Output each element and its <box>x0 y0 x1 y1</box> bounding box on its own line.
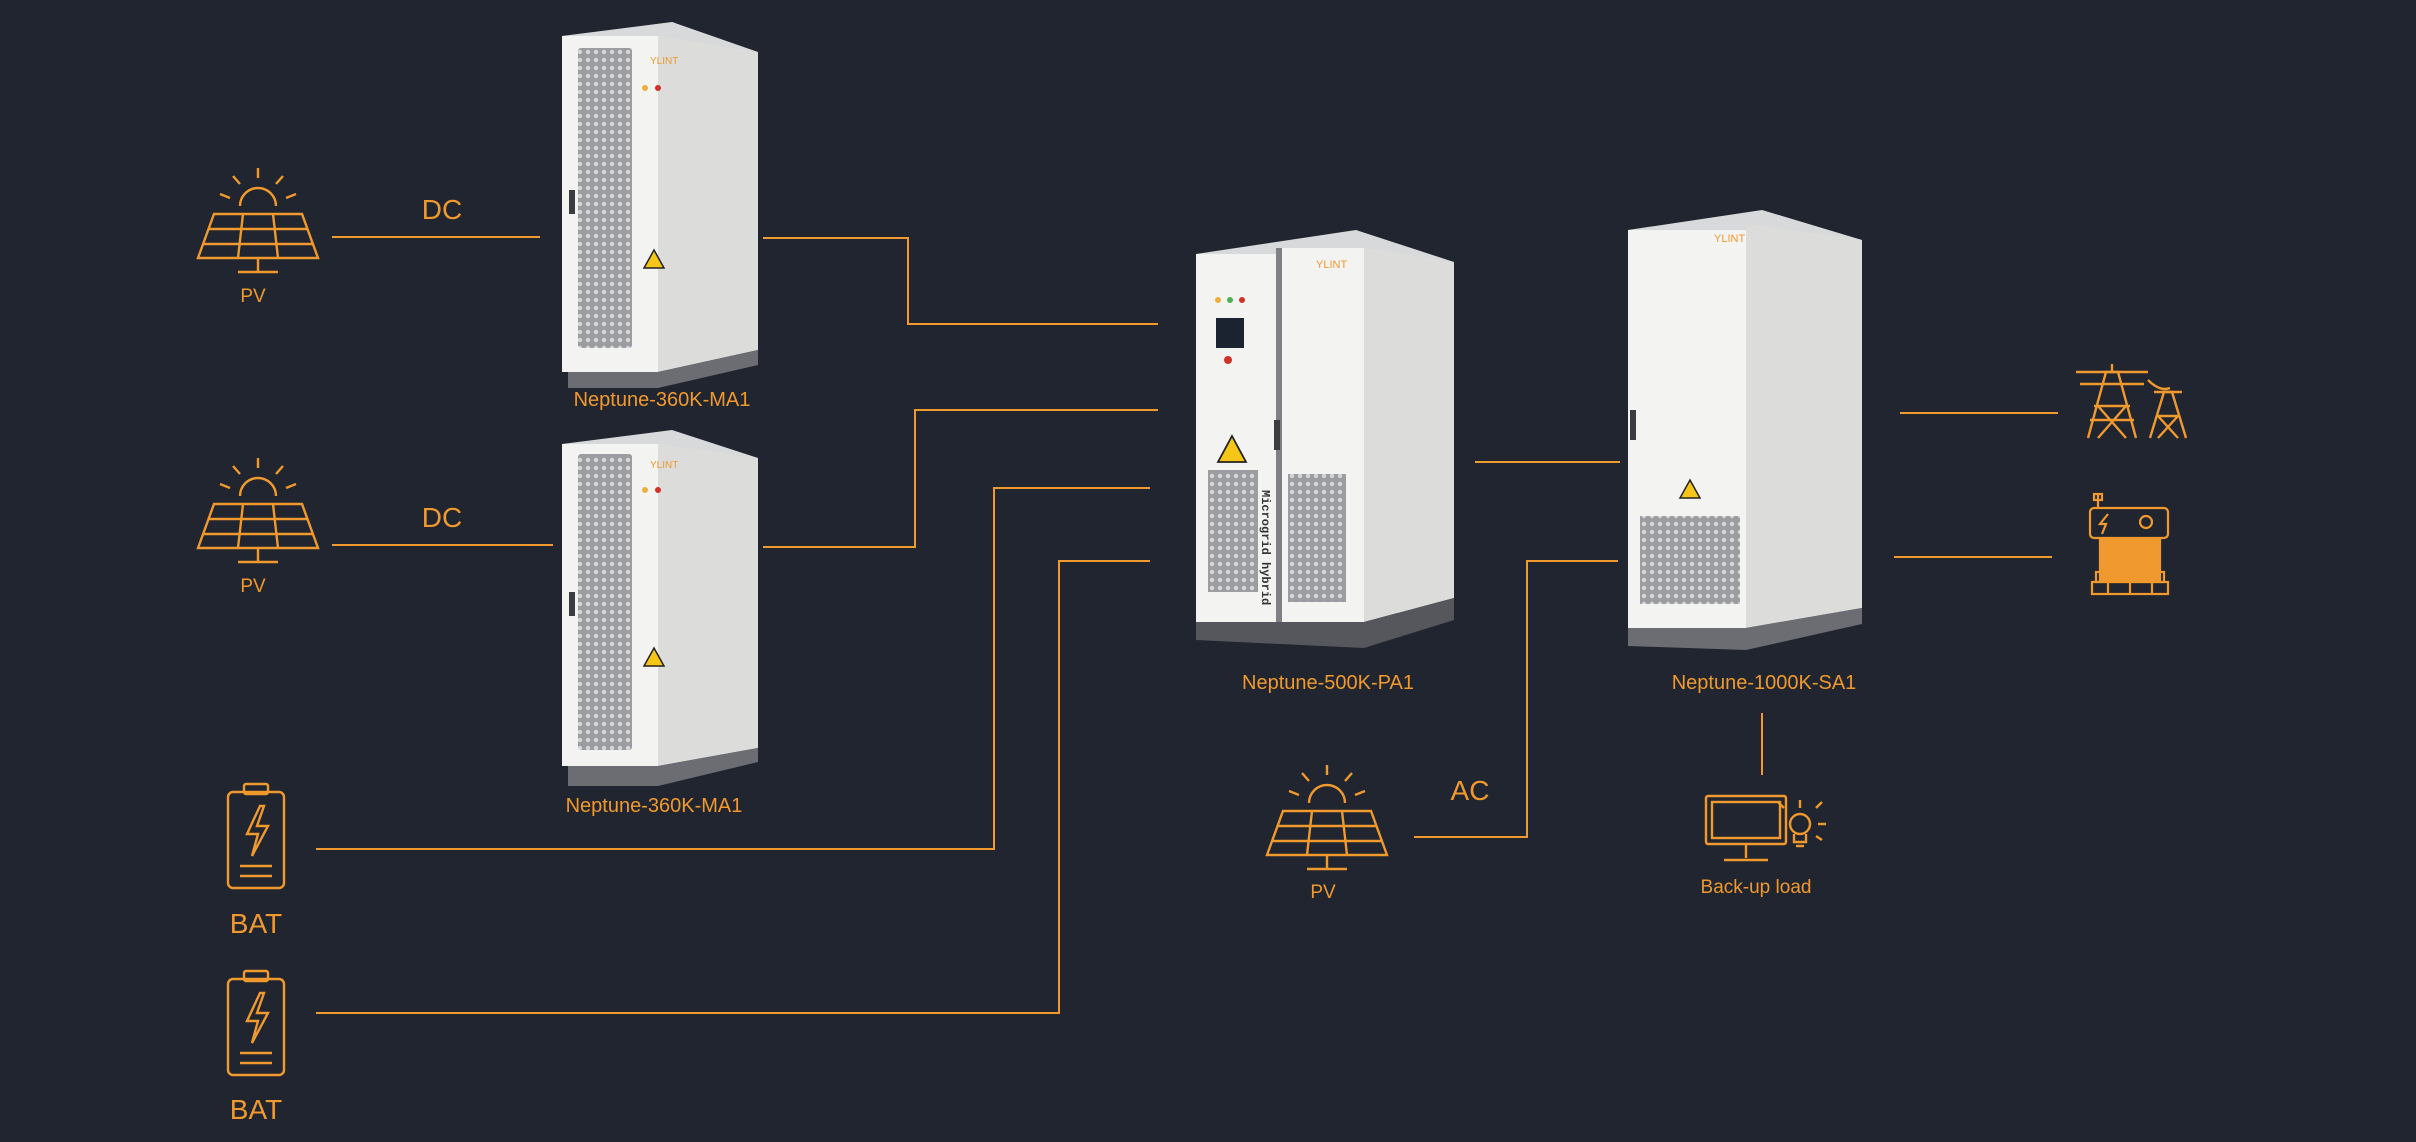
model-label-ma1-top: Neptune-360K-MA1 <box>573 389 751 411</box>
cabinet-ma1-bottom: YLINT <box>562 430 758 786</box>
cabinet-sa1: YLINT <box>1628 210 1862 650</box>
model-label-ma1-bottom: Neptune-360K-MA1 <box>565 795 743 817</box>
line-pv3-sa1 <box>1414 560 1618 838</box>
model-label-pa1: Neptune-500K-PA1 <box>1242 672 1414 694</box>
pv-2-label: PV <box>240 576 266 597</box>
bat-2-label: BAT <box>229 1094 283 1125</box>
line-bat1-pa1 <box>316 487 1150 850</box>
dc-label-1: DC <box>421 194 463 225</box>
hybrid-side-text: Microgrid hybrid <box>1258 490 1272 605</box>
line-ma2-pa1 <box>763 409 1158 548</box>
svg-text:YLINT: YLINT <box>650 56 678 67</box>
svg-text:YLINT: YLINT <box>1714 233 1745 245</box>
cabinet-ma1-top: YLINT <box>562 22 758 388</box>
backup-load-label: Back-up load <box>1700 877 1812 898</box>
line-bat2-pa1 <box>316 560 1150 1014</box>
model-label-sa1: Neptune-1000K-SA1 <box>1671 672 1857 694</box>
line-ma1-pa1 <box>763 237 1158 325</box>
connection-lines <box>316 236 2058 1014</box>
pv-1-solar-panel-icon <box>196 166 320 274</box>
svg-text:YLINT: YLINT <box>650 460 678 471</box>
pv-2-solar-panel-icon <box>196 456 320 564</box>
bat-2-battery-icon <box>226 969 286 1077</box>
ac-label: AC <box>1450 775 1490 806</box>
backup-load-icon <box>1704 794 1826 862</box>
pv-3-solar-panel-icon <box>1265 763 1389 871</box>
generator-icon <box>2088 492 2170 596</box>
pv-3-label: PV <box>1310 882 1336 903</box>
bat-1-label: BAT <box>229 908 283 939</box>
pv-1-label: PV <box>240 286 266 307</box>
bat-1-battery-icon <box>226 782 286 890</box>
cabinet-pa1: Microgrid hybrid YLINT <box>1196 230 1454 648</box>
grid-power-tower-icon <box>2076 364 2188 439</box>
dc-label-2: DC <box>421 502 463 533</box>
svg-text:YLINT: YLINT <box>1316 259 1347 271</box>
